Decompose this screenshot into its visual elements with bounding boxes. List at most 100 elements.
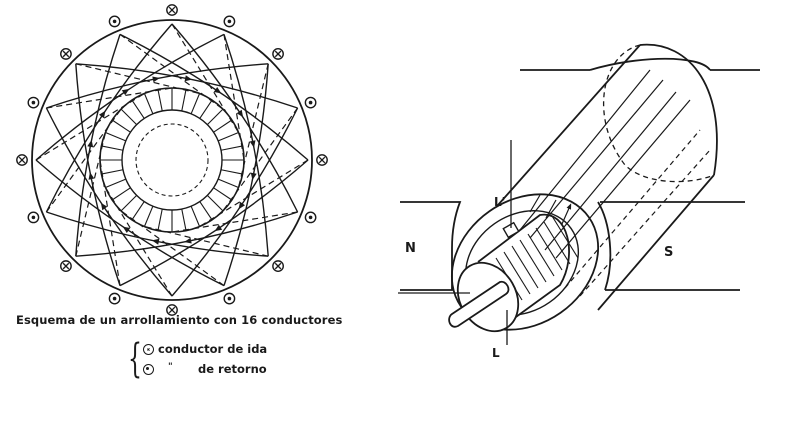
commutator-segment-line (143, 205, 154, 227)
conductor-ida-marker (166, 4, 178, 16)
rotor-cylinder-bottom (597, 174, 715, 311)
north-pole-shoe (400, 201, 462, 291)
shaft (448, 280, 510, 328)
commutator-segment-line (213, 187, 233, 201)
commutator-segment-line (206, 108, 224, 126)
commutator-rib-line (551, 215, 579, 259)
conductor-ida-marker (60, 48, 72, 60)
winding-return-dashed (144, 225, 269, 257)
winding-solid-curves (35, 23, 309, 297)
winding-direction-arrow (236, 109, 244, 118)
commutator-segment-line (120, 194, 138, 212)
winding-direction-arrow (238, 201, 245, 210)
winding-direction-arrow (121, 88, 130, 96)
commutator-rib-line (543, 221, 571, 265)
conductor-ida-marker (272, 48, 284, 60)
commutator-segment-line (131, 99, 145, 119)
winding-return-dashed (223, 34, 245, 161)
commutator-segment-line (105, 178, 127, 189)
winding-direction-arrow (250, 172, 257, 181)
winding-return-dashed (119, 33, 224, 110)
winding-direction-arrow (122, 226, 131, 233)
brush-top (502, 221, 520, 239)
winding-direction-arrow (214, 224, 223, 232)
legend: { conductor de ida " de retorno (128, 337, 328, 387)
winding-return-dashed (75, 63, 200, 95)
winding-return-dashed (75, 132, 107, 257)
commutator-segment-line (199, 201, 213, 221)
conductor-retorno-marker (223, 292, 236, 305)
commutator-rib-line (535, 227, 563, 271)
winding-direction-arrow (88, 172, 95, 180)
conductor-ida-marker (60, 260, 72, 272)
winding-direction-arrow (213, 87, 222, 94)
conductor-dashed-lines (564, 129, 711, 297)
commutator-segment-line (190, 93, 201, 115)
conductor-ida-marker (272, 260, 284, 272)
rotor-cylinder-top (497, 44, 641, 206)
dc-machine-drawing (398, 43, 760, 345)
winding-scheme-diagram (16, 4, 328, 316)
winding-return-dashed (35, 92, 145, 161)
winding-direction-arrow (100, 202, 108, 211)
cross-circle-icon (143, 344, 154, 355)
core-dashed-circle (135, 123, 209, 197)
commutator-rib-line (503, 251, 531, 295)
pole-shoe-back-curve (589, 57, 711, 71)
commutator-segment-line (101, 169, 124, 175)
south-pole-label: S (664, 245, 673, 260)
conductor-lines (519, 69, 691, 259)
commutator-segment-line (181, 208, 187, 231)
winding-direction-arrow (99, 110, 106, 119)
winding-return-dashed (99, 159, 121, 286)
brush-top-label: L' (494, 195, 505, 209)
commutator-segment-line (190, 205, 201, 227)
winding-direction-arrow (151, 238, 160, 245)
conductor-retorno-marker (223, 15, 236, 28)
winding-return-dashed (222, 107, 299, 212)
commutator-segment-line (131, 201, 145, 221)
conductor-retorno-marker (27, 96, 40, 109)
rotor-back-dashed (603, 44, 715, 183)
commutator-segment-line (206, 194, 224, 212)
commutator-segment-line (220, 145, 243, 151)
winding-return-dashed (237, 63, 269, 188)
legend-ditto-mark: " (168, 362, 173, 372)
dot-circle-icon (143, 364, 154, 375)
commutator-rib-line (511, 245, 539, 289)
legend-label-ida: conductor de ida (158, 342, 268, 356)
winding-return-dashed (120, 210, 225, 287)
commutator-segment-line (111, 187, 131, 201)
commutator-segment-line (105, 131, 127, 142)
commutator-segment-line (157, 208, 163, 231)
conductor-ida-marker (166, 304, 178, 316)
winding-dashed-connections (35, 23, 309, 297)
winding-return-dashed (45, 108, 122, 213)
winding-direction-arrow (152, 76, 160, 83)
winding-return-dashed (171, 211, 298, 233)
commutator-segment-line (111, 119, 131, 133)
conductor-ida-marker (16, 154, 28, 166)
commutator-rib-line (519, 239, 547, 283)
conductor-retorno-marker (108, 292, 121, 305)
commutator-segment-line (217, 131, 239, 142)
winding-return-dashed (171, 23, 240, 133)
winding-direction-arrow (249, 140, 256, 148)
winding-return-dashed (104, 187, 173, 297)
winding-return-dashed (199, 159, 309, 228)
winding-direction-arrow (184, 237, 192, 244)
figure-caption: Esquema de un arrollamiento con 16 condu… (16, 313, 343, 327)
legend-label-retorno: de retorno (198, 362, 267, 376)
commutator-segments (100, 88, 244, 232)
conductor-retorno-marker (304, 96, 317, 109)
winding-return-dashed (46, 87, 173, 109)
commutator-segment-line (143, 93, 154, 115)
conductor-ida-marker (316, 154, 328, 166)
commutator-segment-line (220, 169, 243, 175)
south-pole-shoe-bottom (597, 201, 745, 291)
commutator-segment-line (181, 89, 187, 112)
legend-brace: { (128, 336, 142, 382)
commutator-segment-line (120, 108, 138, 126)
conductor-retorno-marker (27, 211, 40, 224)
